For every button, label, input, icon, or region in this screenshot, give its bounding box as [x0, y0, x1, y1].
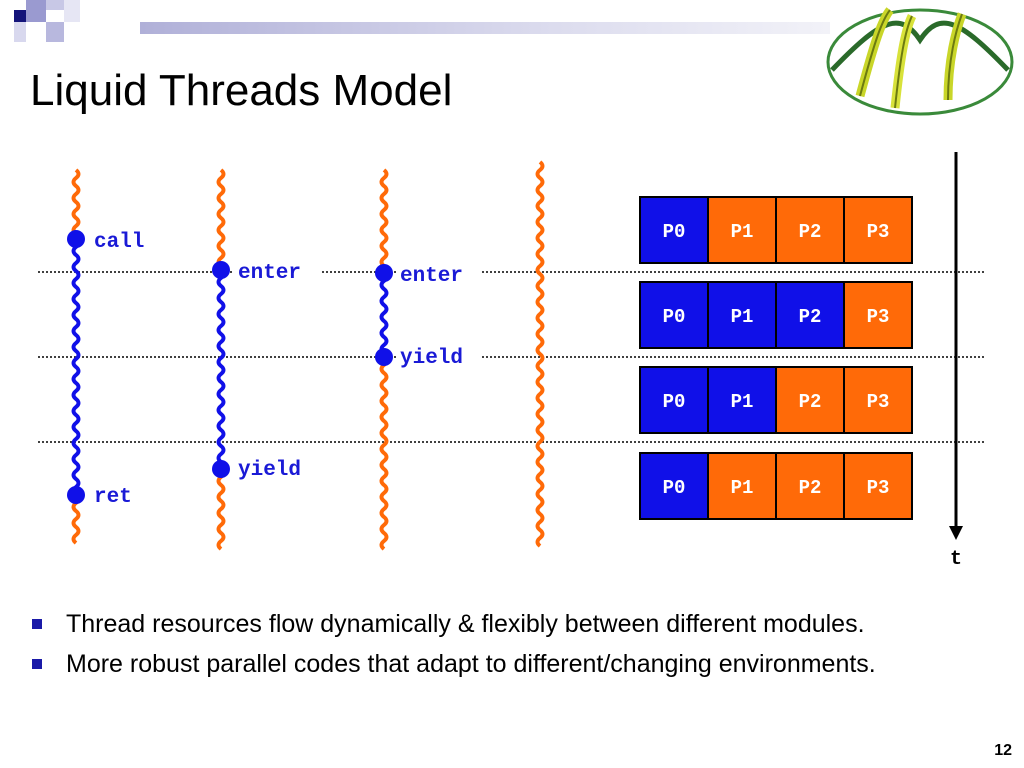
processor-cell: [639, 452, 709, 520]
event-label-call: call: [94, 231, 144, 254]
bullet-list: Thread resources flow dynamically & flex…: [30, 604, 1010, 684]
processor-label: P3: [867, 306, 890, 328]
processor-label: P3: [867, 221, 890, 243]
event-dot-ret: [67, 486, 85, 504]
title-decoration-bar: [140, 22, 830, 34]
bullet-square-icon: [32, 659, 42, 669]
processor-cell: [707, 196, 777, 264]
bullet-text: Thread resources flow dynamically & flex…: [66, 610, 865, 638]
processor-label: P2: [799, 221, 822, 243]
bullet-text: More robust parallel codes that adapt to…: [66, 650, 876, 678]
processor-label: P2: [799, 477, 822, 499]
event-label-enter-2: enter: [400, 265, 463, 288]
processor-label: P2: [799, 391, 822, 413]
processor-cell: [775, 196, 845, 264]
thread-3-segment: [535, 160, 545, 548]
event-label-yield-1: yield: [238, 459, 301, 482]
time-axis: t: [949, 152, 963, 571]
processor-cell: [775, 366, 845, 434]
bullet-item: Thread resources flow dynamically & flex…: [30, 604, 1010, 644]
processor-label: P1: [731, 477, 754, 499]
processor-cell: [843, 281, 913, 349]
thread-2-segment: [379, 168, 389, 268]
processor-label: P3: [867, 391, 890, 413]
thread-0-segment: [71, 168, 81, 236]
event-labels: call ret enter yield enter yield: [88, 226, 482, 509]
processor-cell: [707, 281, 777, 349]
processor-cell: [843, 196, 913, 264]
thread-0-segment: [71, 237, 81, 497]
processor-cell: [775, 281, 845, 349]
processor-label: P0: [663, 221, 686, 243]
event-dot-yield-1: [212, 460, 230, 478]
processor-label: P3: [867, 477, 890, 499]
processor-cell: [639, 196, 709, 264]
thread-1-segment: [216, 268, 226, 464]
processor-cell: [707, 452, 777, 520]
processor-label: P0: [663, 477, 686, 499]
thread-1-segment: [216, 467, 226, 551]
square-pattern-icon: [0, 0, 80, 42]
processor-label: P1: [731, 391, 754, 413]
time-axis-label: t: [950, 548, 962, 571]
processor-label: P2: [799, 306, 822, 328]
processor-label: P0: [663, 306, 686, 328]
event-dot-enter-2: [375, 264, 393, 282]
event-label-ret: ret: [94, 486, 132, 509]
processor-cell: [843, 452, 913, 520]
processor-cell: [707, 366, 777, 434]
event-dot-call: [67, 230, 85, 248]
processor-label: P0: [663, 391, 686, 413]
event-dot-yield-2: [375, 348, 393, 366]
bridge-logo-icon: [826, 7, 1014, 116]
thread-1-segment: [216, 168, 226, 268]
processor-label: P1: [731, 221, 754, 243]
processor-label: P1: [731, 306, 754, 328]
thread-2-segment: [379, 271, 389, 355]
bullet-item: More robust parallel codes that adapt to…: [30, 644, 1010, 684]
event-dot-enter-1: [212, 261, 230, 279]
page-title: Liquid Threads Model: [30, 66, 453, 115]
processor-cell: [775, 452, 845, 520]
bullet-square-icon: [32, 619, 42, 629]
time-separators: [38, 271, 985, 443]
page-number: 12: [994, 742, 1012, 759]
event-markers: [67, 230, 393, 504]
thread-2-segment: [379, 355, 389, 551]
event-label-enter-1: enter: [238, 262, 301, 285]
processor-cell: [843, 366, 913, 434]
event-label-yield-2: yield: [400, 347, 463, 370]
